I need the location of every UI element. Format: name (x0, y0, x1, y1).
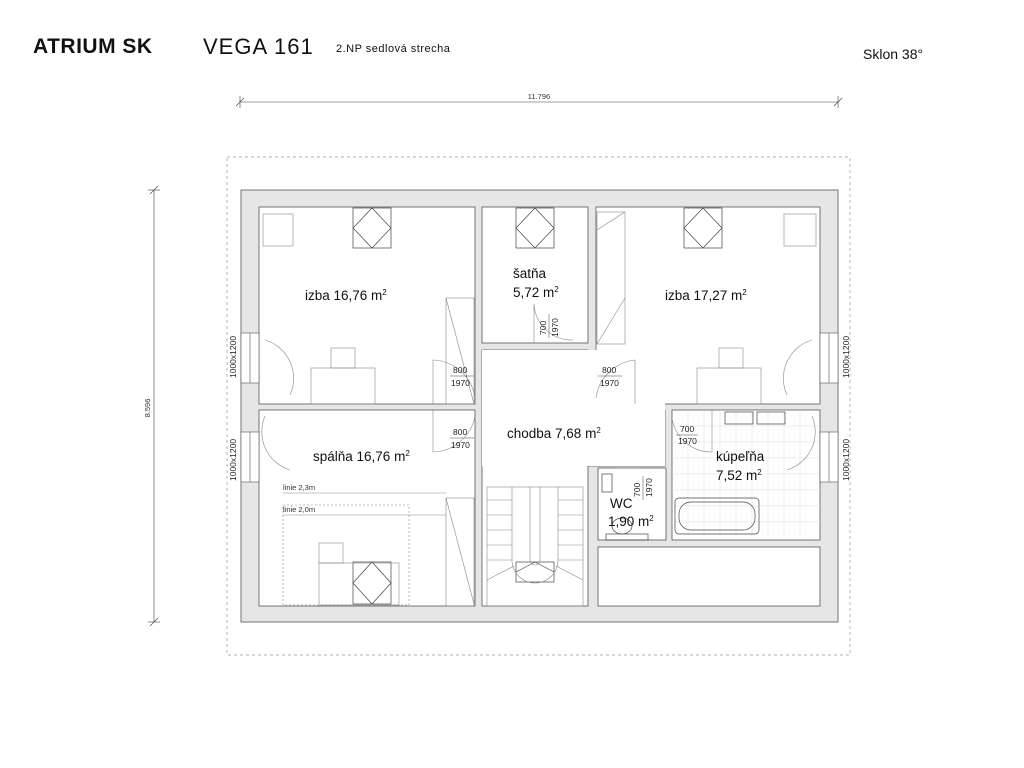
svg-text:700: 700 (680, 424, 694, 434)
svg-text:1000x1200: 1000x1200 (228, 439, 238, 481)
svg-text:1970: 1970 (451, 440, 470, 450)
label-line-23: linie 2,3m (283, 483, 315, 492)
label-satna: šatňa (513, 266, 547, 281)
svg-text:1000x1200: 1000x1200 (841, 336, 851, 378)
label-spalna: spálňa 16,76 m2 (313, 449, 410, 464)
svg-text:700: 700 (538, 321, 548, 335)
width-dimension-label: 11.796 (528, 92, 550, 101)
roof-window-spalna (352, 561, 392, 605)
svg-text:1970: 1970 (600, 378, 619, 388)
room-kupelna (671, 409, 821, 541)
height-dimension-label: 8.596 (143, 399, 152, 418)
roof-slope-label: Sklon 38° (863, 46, 924, 62)
window-dimensions: 1000x1200 1000x1200 1000x1200 1000x1200 (228, 336, 851, 481)
room-izba-left (258, 206, 476, 405)
svg-text:1970: 1970 (550, 318, 560, 337)
door-dimensions: 800 1970 800 1970 800 1970 700 1970 700 … (450, 314, 698, 500)
svg-text:800: 800 (453, 365, 467, 375)
label-chodba: chodba 7,68 m2 (507, 426, 601, 441)
svg-text:700: 700 (632, 483, 642, 497)
svg-text:1000x1200: 1000x1200 (841, 439, 851, 481)
svg-text:800: 800 (602, 365, 616, 375)
label-satna-area: 5,72 m2 (513, 285, 559, 300)
label-kupelna-area: 7,52 m2 (716, 468, 762, 483)
door-swings (261, 303, 816, 471)
staircase (486, 486, 584, 607)
room-storage (597, 546, 821, 607)
svg-text:1000x1200: 1000x1200 (228, 336, 238, 378)
furniture (262, 211, 817, 607)
label-line-20: linie 2,0m (283, 505, 315, 514)
svg-text:1970: 1970 (678, 436, 697, 446)
svg-text:800: 800 (453, 427, 467, 437)
label-izba-right: izba 17,27 m2 (665, 288, 747, 303)
bathroom-tiles (672, 410, 820, 540)
room-satna (481, 206, 589, 344)
brand-title: ATRIUM SK (33, 35, 153, 58)
label-kupelna: kúpeľňa (716, 449, 765, 464)
label-wc-area: 1,90 m2 (608, 514, 654, 529)
label-izba-left: izba 16,76 m2 (305, 288, 387, 303)
bathroom-fixtures (601, 411, 786, 541)
height-dimension: 8.596 (143, 185, 160, 627)
svg-text:1970: 1970 (644, 478, 654, 497)
roof-window-left (352, 207, 392, 249)
width-dimension: 11.796 (235, 92, 843, 108)
label-wc: WC (610, 496, 633, 511)
roof-window-right (683, 207, 723, 249)
roof-window-satna (515, 207, 555, 249)
model-title: VEGA 161 (203, 34, 314, 59)
wall-windows (240, 332, 839, 483)
floor-subtitle: 2.NP sedlová strecha (336, 43, 451, 55)
svg-text:1970: 1970 (451, 378, 470, 388)
roof-outline (226, 156, 851, 656)
room-spalna (258, 409, 476, 607)
